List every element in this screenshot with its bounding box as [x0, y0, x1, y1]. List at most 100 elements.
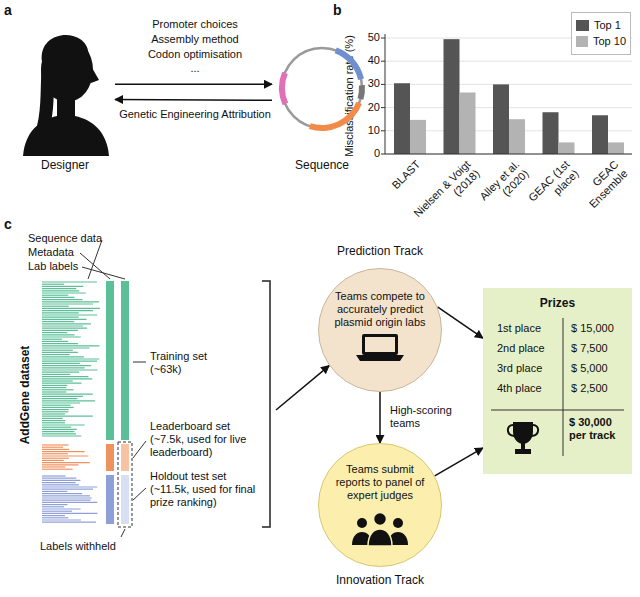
- sequence-line: [42, 460, 64, 461]
- designer-figure: Designer: [15, 22, 115, 174]
- sequence-line: [42, 500, 91, 501]
- node-text: 3rd place: [497, 362, 559, 375]
- sequence-line: [42, 389, 73, 390]
- sequence-line: [42, 405, 71, 406]
- legend-entry: Top 1: [576, 19, 626, 32]
- axis-tick-mark: [381, 130, 385, 131]
- node-outline: [483, 288, 632, 474]
- sequence-line: [42, 449, 69, 450]
- sequence-line: [42, 413, 65, 414]
- data-column: [106, 444, 114, 471]
- sequence-line: [42, 396, 83, 397]
- data-column: [121, 444, 129, 471]
- bar: [608, 142, 624, 154]
- axis-tick: 10: [356, 124, 380, 137]
- node-text: Sequence: [272, 158, 372, 172]
- data-column: [106, 475, 114, 524]
- sequence-line: [42, 343, 78, 344]
- prize-box: Prizes1st place$ 15,0002nd place$ 7,5003…: [483, 288, 632, 474]
- sequence-line: [42, 504, 68, 505]
- sequence-line: [42, 347, 89, 348]
- plasmid-feature: [358, 85, 365, 100]
- sequence-line: [42, 453, 68, 454]
- sequence-line: [42, 376, 88, 377]
- sequence-line: [42, 511, 72, 512]
- leader-line: [133, 441, 146, 458]
- data-column: [121, 281, 129, 440]
- sequence-line: [42, 319, 86, 320]
- split-label: Leaderboard set (~7.5k, used for live le…: [150, 420, 262, 460]
- node-text: $ 5,000: [571, 362, 627, 375]
- sequence-line: [42, 310, 93, 311]
- dataset-illustration: [42, 240, 270, 537]
- node-text: Teams submit reports to panel of expert …: [330, 463, 430, 503]
- sequence-line: [42, 295, 68, 296]
- sequence-line: [42, 369, 98, 370]
- bar: [493, 84, 509, 154]
- design-choice: Codon optimisation: [120, 48, 270, 61]
- sequence-line: [42, 345, 99, 346]
- design-choice: Promoter choices: [120, 18, 270, 31]
- plasmid-feature: [309, 102, 362, 131]
- sequence-line: [42, 301, 99, 302]
- plasmid-ring: [279, 48, 365, 131]
- sequence-line: [42, 424, 85, 425]
- column-label: Sequence data: [28, 232, 102, 245]
- sequence-line: [42, 385, 67, 386]
- sequence-line: [42, 380, 73, 381]
- axis-tick: 50: [356, 31, 380, 44]
- sequence-line: [42, 367, 85, 368]
- sequence-line: [42, 378, 92, 379]
- arrow-connector: [276, 366, 329, 410]
- bar: [444, 39, 460, 154]
- sequence-line: [42, 334, 75, 335]
- sequence-line: [42, 339, 62, 340]
- arrow-connector: [437, 307, 483, 338]
- node-text: 2nd place: [497, 342, 559, 355]
- sequence-line: [42, 451, 85, 452]
- sequence-line: [42, 299, 83, 300]
- sequence-line: [42, 350, 73, 351]
- node-text: $ 7,500: [571, 342, 627, 355]
- sequence-line: [42, 402, 80, 403]
- sequence-line: [42, 288, 76, 289]
- sequence-line: [42, 444, 69, 445]
- panel-letter: a: [4, 2, 12, 19]
- sequence-line: [42, 341, 68, 342]
- callout-label: Labels withheld: [40, 540, 116, 553]
- trophy-icon: [508, 422, 538, 454]
- panel-letter: c: [4, 216, 12, 233]
- sequence-line: [42, 464, 78, 465]
- sequence-line: [42, 356, 84, 357]
- sequence-line: [42, 398, 77, 399]
- legend: Top 1Top 10: [571, 12, 631, 55]
- axis-tick-mark: [381, 107, 385, 108]
- edge-label: Genetic Engineering Attribution: [118, 108, 272, 121]
- sequence-line: [42, 420, 65, 421]
- split-label: Training set (~63k): [150, 350, 230, 376]
- sequence-line: [42, 306, 69, 307]
- bar: [592, 115, 608, 154]
- axis-tick-mark: [381, 84, 385, 85]
- sequence-line: [42, 312, 79, 313]
- sequence-line: [42, 522, 96, 523]
- node-text: 4th place: [497, 382, 559, 395]
- sequence-line: [42, 519, 81, 520]
- sequence-line: [42, 513, 97, 514]
- node-text: Prediction Track: [318, 244, 442, 258]
- bar: [543, 112, 559, 154]
- sequence-line: [42, 286, 83, 287]
- sequence-line: [42, 431, 74, 432]
- arrow-connector: [379, 392, 381, 443]
- bar: [460, 93, 476, 154]
- bracket: [262, 281, 270, 527]
- sequence-line: [42, 325, 83, 326]
- sequence-line: [42, 486, 97, 487]
- sequence-line: [42, 462, 90, 463]
- design-choice: ...: [120, 62, 270, 75]
- arrow-connector: [435, 448, 483, 476]
- sequence-line: [42, 435, 81, 436]
- panel-letter: b: [333, 2, 342, 19]
- sequence-line: [42, 323, 91, 324]
- split-label: Holdout test set (~11.5k, used for final…: [150, 470, 262, 510]
